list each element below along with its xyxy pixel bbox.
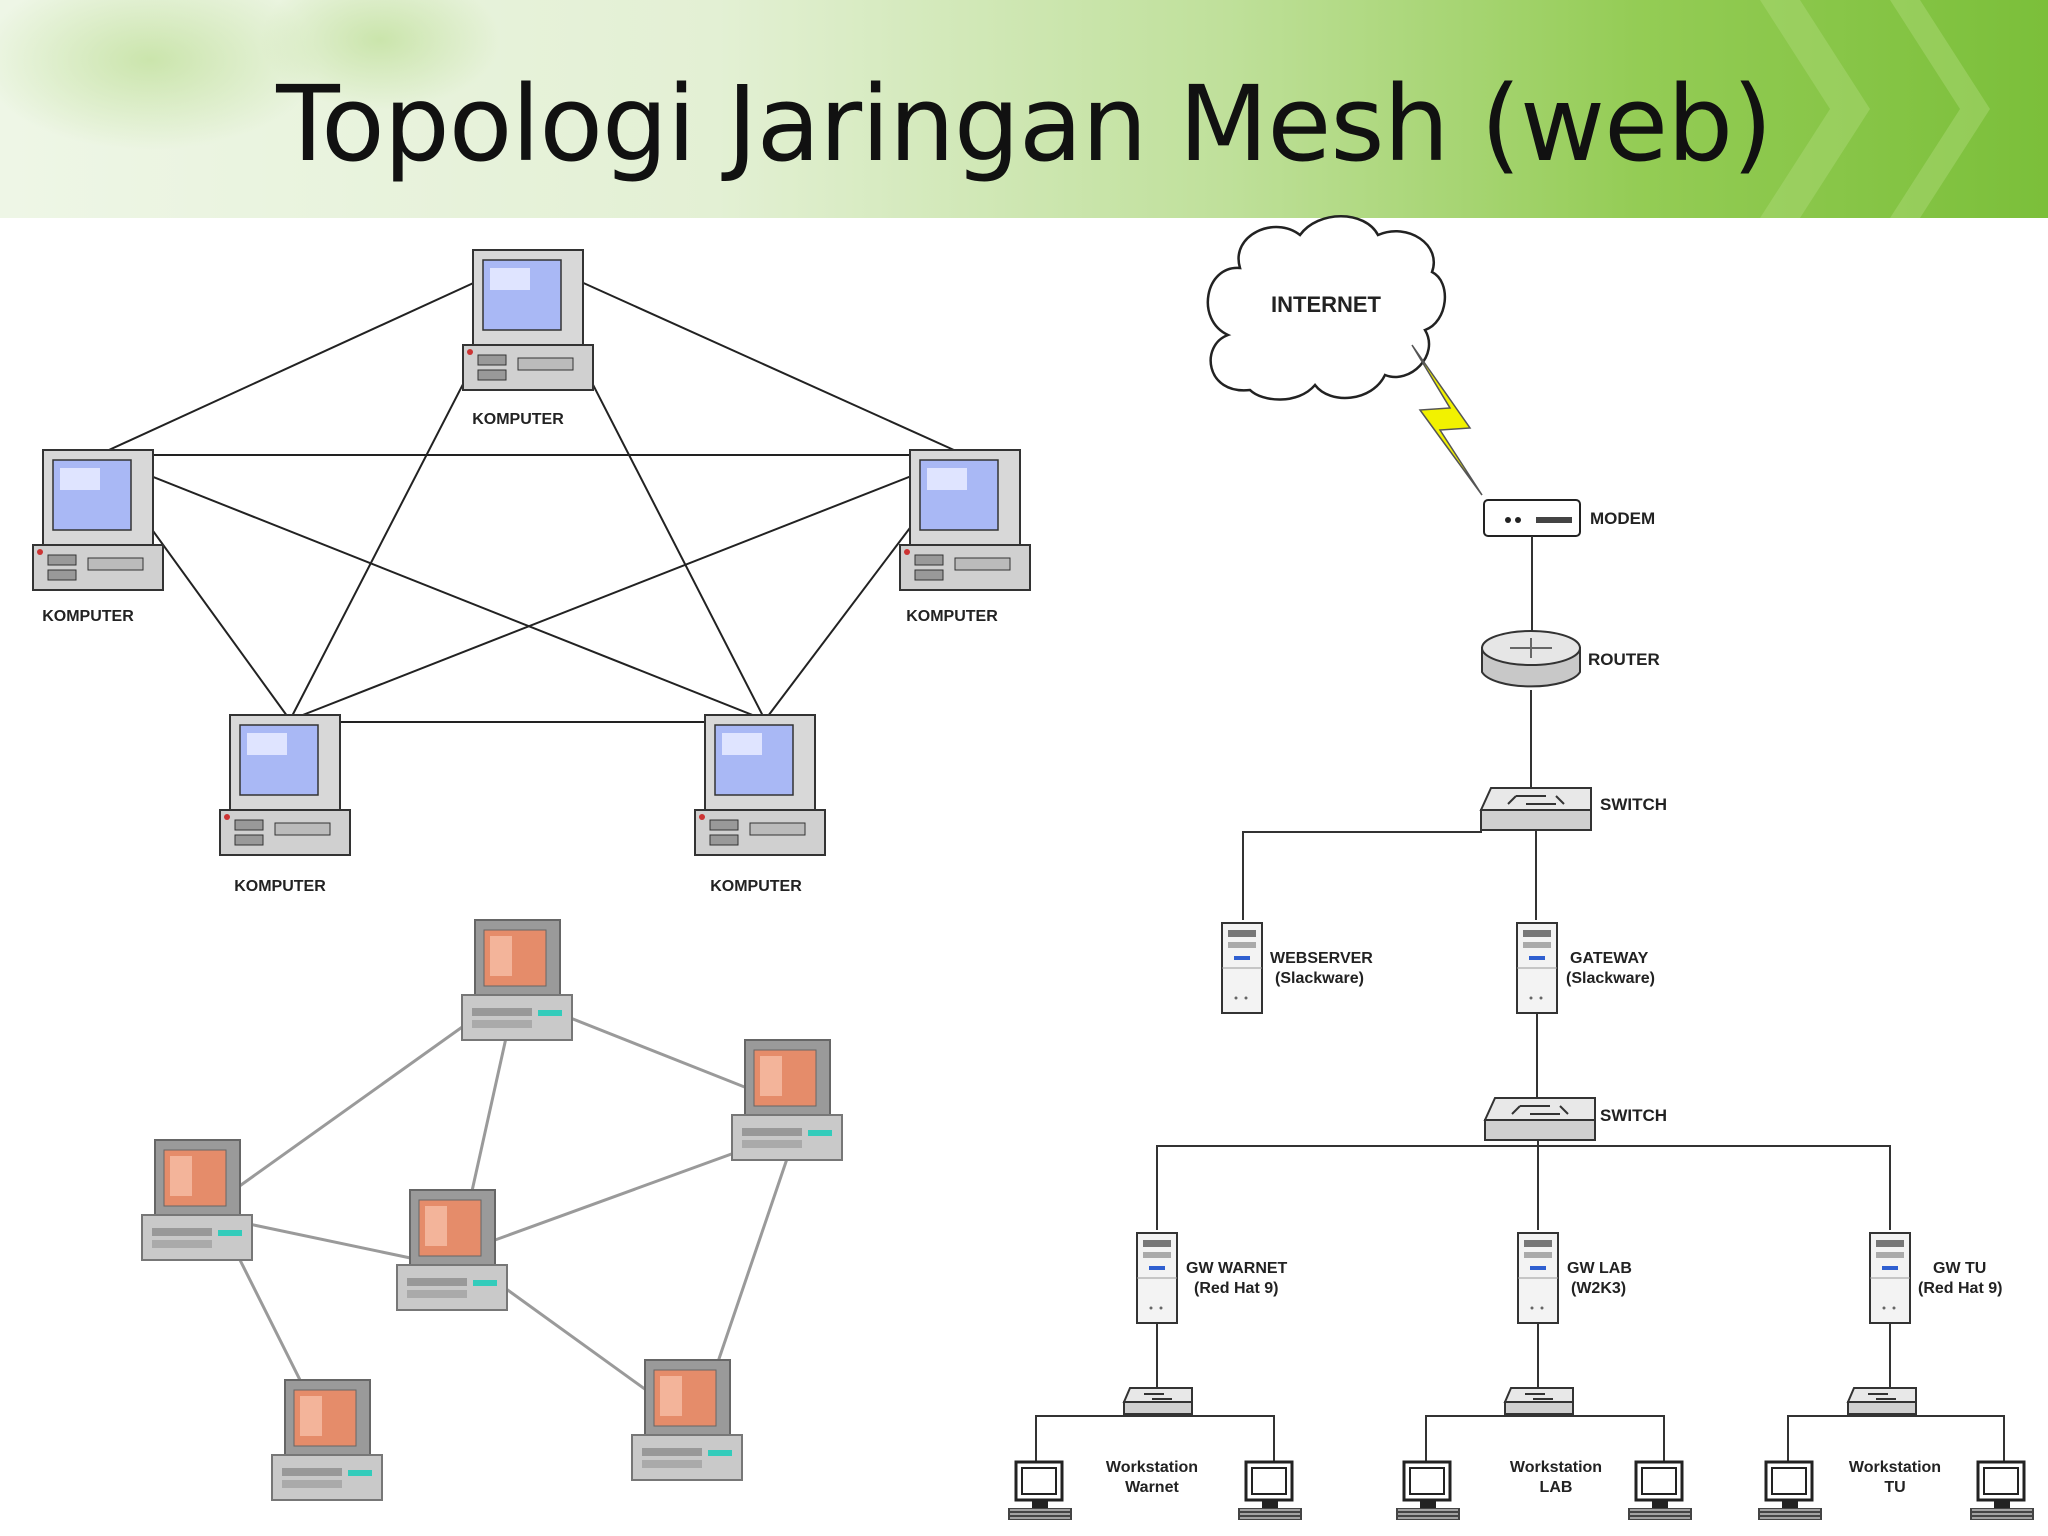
slide-banner: [0, 0, 2048, 218]
webserver-label: WEBSERVER: [1270, 950, 1373, 967]
gateway-icon: [1516, 922, 1558, 1014]
node-label-left: KOMPUTER: [42, 608, 134, 625]
router-icon: [1481, 630, 1581, 688]
modem-icon: [1483, 499, 1581, 537]
workstation-icon: [1968, 1460, 2036, 1522]
ws-lab-label: Workstation: [1510, 1459, 1602, 1476]
ws-tu-label-2: TU: [1884, 1479, 1905, 1496]
gw-warnet-label: GW WARNET: [1186, 1260, 1288, 1277]
ws-warnet-label-2: Warnet: [1125, 1479, 1179, 1496]
mesh-1-link: [97, 257, 529, 456]
switch-icon: [1504, 1387, 1574, 1415]
gw-lab-icon: [1517, 1232, 1559, 1324]
workstation-icon: [1006, 1460, 1074, 1522]
gw-warnet-icon: [1136, 1232, 1178, 1324]
mesh-2-link: [494, 1138, 771, 1242]
computer-icon: [462, 249, 594, 391]
computer-icon: [694, 714, 826, 856]
switch-icon: [1123, 1387, 1193, 1415]
computer-icon: [461, 919, 573, 1041]
mesh-2-link: [468, 1019, 512, 1201]
router-label: ROUTER: [1588, 650, 1660, 669]
gateway-os-label: (Slackware): [1566, 970, 1655, 987]
mesh-2-link: [219, 998, 501, 1202]
node-label-bottom-left: KOMPUTER: [234, 878, 326, 895]
workstation-icon: [1626, 1460, 1694, 1522]
mesh-1-link: [527, 257, 966, 456]
computer-icon: [32, 449, 164, 591]
switch-1-label: SWITCH: [1600, 795, 1667, 814]
gw-tu-icon: [1869, 1232, 1911, 1324]
switch-icon: [1484, 1097, 1596, 1141]
mesh-2-link: [703, 1149, 792, 1401]
computer-icon: [141, 1139, 253, 1261]
mesh-1-link: [97, 454, 766, 721]
workstation-icon: [1756, 1460, 1824, 1522]
ws-lab-label-2: LAB: [1540, 1479, 1573, 1496]
switch-icon: [1480, 787, 1592, 831]
lightning-bolt-icon: [1411, 344, 1483, 496]
computer-icon: [219, 714, 351, 856]
network-diagram: INTERNET MODEM ROUTER SWITCH WEBSERVER (…: [1006, 215, 2036, 1522]
mesh-1-link: [289, 454, 966, 721]
computer-icon: [731, 1039, 843, 1161]
switch-2-label: SWITCH: [1600, 1106, 1667, 1125]
gw-tu-os-label: (Red Hat 9): [1918, 1280, 2002, 1297]
switch-icon: [1847, 1387, 1917, 1415]
gw-tu-label: GW TU: [1933, 1260, 1986, 1277]
ws-tu-label: Workstation: [1849, 1459, 1941, 1476]
mesh-2-link: [479, 1268, 661, 1402]
internet-cloud-icon: [1206, 215, 1447, 401]
gw-warnet-os-label: (Red Hat 9): [1194, 1280, 1278, 1297]
mesh-2-link: [229, 1218, 421, 1262]
ws-warnet-label: Workstation: [1106, 1459, 1198, 1476]
webserver-icon: [1221, 922, 1263, 1014]
node-label-top: KOMPUTER: [472, 411, 564, 428]
mesh-diagram-2: [141, 919, 843, 1501]
mesh-diagram-1: KOMPUTER KOMPUTER KOMPUTER KOMPUTER KOMP…: [32, 249, 1031, 895]
computer-icon: [396, 1189, 508, 1311]
modem-label: MODEM: [1590, 509, 1655, 528]
internet-label: INTERNET: [1271, 292, 1382, 317]
computer-icon: [271, 1379, 383, 1501]
node-label-bottom-right: KOMPUTER: [710, 878, 802, 895]
gw-lab-os-label: (W2K3): [1571, 1280, 1626, 1297]
computer-icon: [631, 1359, 743, 1481]
workstation-icon: [1236, 1460, 1304, 1522]
gateway-label: GATEWAY: [1570, 950, 1649, 967]
node-label-right: KOMPUTER: [906, 608, 998, 625]
computer-icon: [899, 449, 1031, 591]
gw-lab-label: GW LAB: [1567, 1260, 1632, 1277]
workstation-icon: [1394, 1460, 1462, 1522]
slide-title: Topologi Jaringan Mesh (web): [276, 63, 1772, 185]
webserver-os-label: (Slackware): [1275, 970, 1364, 987]
